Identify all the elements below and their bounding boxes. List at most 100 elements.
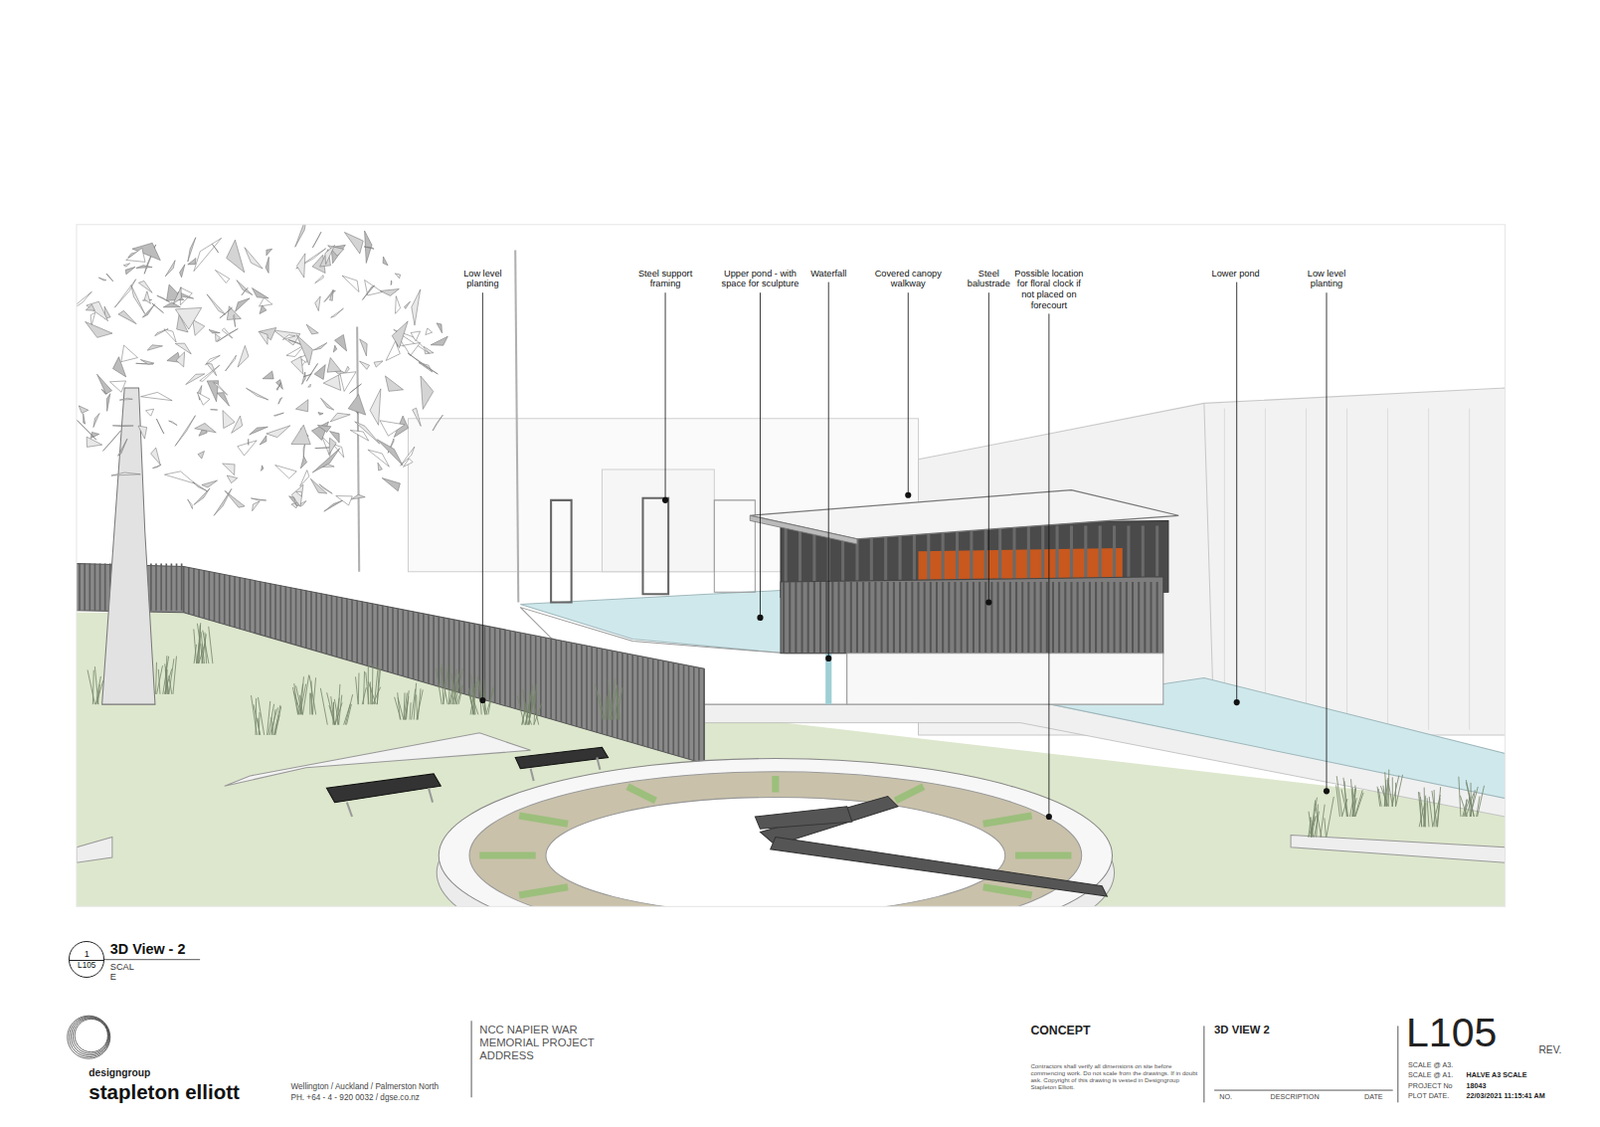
render-shape [359,339,367,356]
render-shape [259,297,273,307]
title-block-text: SCALE @ A3. [1408,1061,1453,1069]
render-line [208,571,211,621]
render-shape [163,302,180,308]
render-shape [300,470,310,487]
render-line [499,628,502,705]
render-shape [118,438,128,456]
render-shape [266,248,273,255]
render-shape [275,465,298,479]
title-block-text: CONCEPT [1030,1023,1090,1038]
render-shape [224,732,532,786]
render-line [1465,779,1474,817]
render-shape [164,329,177,343]
render-line [336,596,339,658]
render-line [1064,581,1067,654]
render-shape [376,439,403,466]
render-shape [249,426,269,435]
render-shape [312,448,341,473]
render-shape [403,458,413,467]
render-shape [125,266,136,275]
render-line [436,668,443,706]
render-shape [201,480,218,488]
render-shape [187,499,193,509]
render-line [825,581,828,654]
render-line [525,633,528,712]
render-shape [317,424,331,432]
render-shape [246,387,269,400]
render-line [894,786,923,801]
render-line [416,689,423,719]
render-line [1320,804,1325,838]
render-shape [259,305,267,315]
render-line [396,608,399,675]
render-shape [342,275,359,292]
render-shape [278,397,283,405]
render-line [376,604,379,670]
render-line [1082,581,1085,654]
render-line [335,702,343,724]
bubble-text: 1 [69,948,105,960]
render-line [427,614,430,684]
render-line [515,249,519,602]
render-line [471,674,476,714]
title-block-text: 22/03/2021 11:15:41 AM [1466,1091,1546,1100]
render-shape [384,375,403,391]
render-shape [196,391,210,405]
render-line [193,628,197,664]
render-shape [76,837,113,864]
render-line [580,644,583,728]
view-reference-bubble: 1L105 [68,940,105,977]
render-line [1427,408,1429,730]
render-shape [315,275,325,284]
render-shape [379,420,405,437]
render-line [1468,408,1470,730]
render-shape [326,773,441,803]
render-line [150,563,153,611]
render-line [335,698,340,725]
render-shape [418,362,433,373]
render-line [341,597,344,659]
render-line [202,570,205,619]
leader-dot [756,614,763,621]
render-shape [355,421,380,444]
render-shape [314,364,326,380]
render-line [1308,811,1312,838]
leader-line [988,292,990,602]
render-shape [215,334,221,343]
render-shape [336,496,354,506]
render-shape [244,247,263,269]
render-line [525,706,533,724]
logo-ring [69,1016,111,1058]
render-line [259,581,262,635]
render-shape [324,500,344,512]
render-line [917,581,920,654]
render-shape [112,424,134,427]
render-shape [410,331,420,342]
leader-dot [1046,813,1053,820]
render-line [798,526,802,588]
render-line [1027,526,1031,588]
render-line [585,645,588,729]
render-line [327,692,336,724]
render-line [941,526,945,588]
render-line [969,526,973,588]
render-shape [515,746,608,769]
render-line [376,668,379,705]
render-shape [179,264,185,278]
render-shape [318,411,324,415]
render-shape [749,515,858,544]
render-shape [291,356,304,375]
render-shape [151,447,162,465]
view-title: 3D View - 2 [110,940,186,958]
render-shape [144,291,151,304]
render-line [1344,780,1347,817]
render-shape [76,291,92,315]
render-line [1015,581,1018,654]
render-shape [780,576,1164,654]
render-line [357,673,360,706]
render-shape [425,328,433,336]
render-line [1383,785,1387,807]
render-line [575,643,578,726]
render-line [862,581,865,654]
render-line [990,581,993,654]
